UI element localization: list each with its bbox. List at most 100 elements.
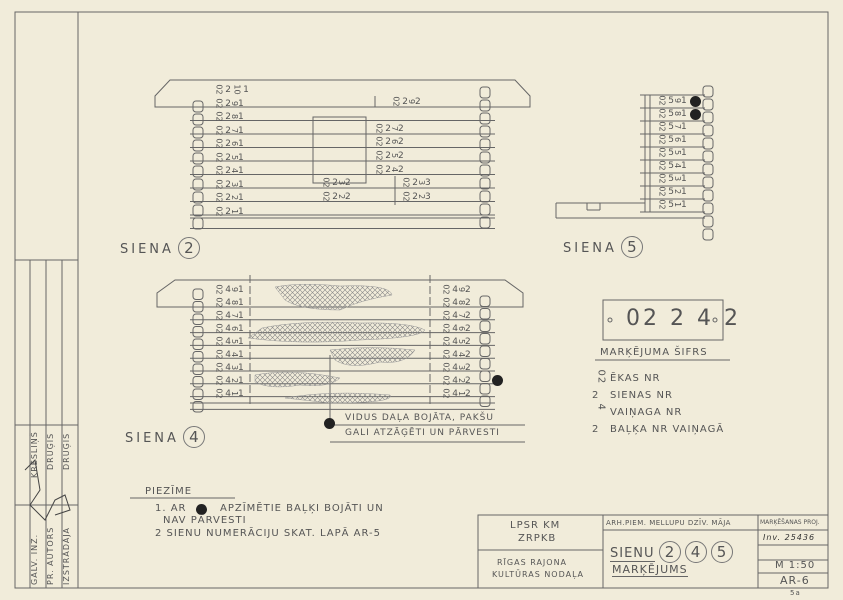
marking-code-part: 7 [229, 312, 239, 319]
marking-code-part: 2 [225, 193, 231, 203]
wall-4-note-1: VIDUS DAĻA BOJĀTA, PAKŠU [345, 413, 494, 423]
marking-code-part: 2 [465, 311, 471, 321]
marking-code-part: 1 [681, 174, 687, 184]
marking-code-part: 10 [232, 84, 242, 95]
marking-code-part: 3 [416, 179, 426, 186]
marking-code-part: 2 [345, 178, 351, 188]
log-end [192, 288, 204, 300]
damage-marker-dot [690, 96, 701, 107]
marking-code-part: 02 [214, 362, 224, 373]
marking-code-part: 5 [456, 338, 466, 345]
marking-code-part: 4 [225, 285, 231, 295]
marking-code-part: 02 [214, 111, 224, 122]
damage-marker-dot [196, 504, 207, 515]
marking-code-part: 2 [385, 124, 391, 134]
log-end [479, 138, 491, 151]
marking-code-part: 8 [456, 299, 466, 306]
marking-code-part: 5 [668, 161, 674, 171]
log-end [479, 370, 491, 382]
marking-code-part: 2 [398, 151, 404, 161]
marking-code-part: 4 [229, 167, 239, 174]
log-end [192, 178, 204, 191]
log-end [192, 152, 204, 165]
damage-marker-dot [492, 375, 503, 386]
marking-code-part: 7 [672, 123, 682, 130]
log-end [192, 100, 204, 113]
marking-code-part: 4 [452, 298, 458, 308]
log-end [192, 191, 204, 204]
marking-code-part: 4 [456, 351, 466, 358]
outer-frame [14, 11, 829, 589]
marking-code-part: 2 [398, 137, 404, 147]
marking-code-part: 6 [456, 325, 466, 332]
marking-code-part: 5 [229, 154, 239, 160]
marking-code-part: 2 [225, 206, 231, 217]
marking-code-part: 7 [456, 312, 466, 319]
marking-code-part: 1 [238, 98, 244, 109]
marking-code-part: 5 [668, 174, 674, 184]
marking-code-part: 02 [391, 96, 401, 107]
marking-code-part: 4 [225, 363, 231, 373]
marking-code-part: 02 [441, 284, 451, 295]
marking-code-part: 2 [465, 363, 471, 373]
marking-code-part: 3 [425, 192, 431, 202]
log-end [192, 376, 204, 388]
marking-code-part: 02 [401, 191, 411, 202]
marking-code-part: 3 [672, 175, 682, 182]
marking-code-part: 4 [452, 285, 458, 295]
marking-code-part: 2 [465, 337, 471, 347]
legend-item-label: VAIŅAGA NR [610, 407, 683, 418]
side-name-3: DRUĢIS [62, 432, 71, 470]
log-end [192, 301, 204, 313]
marking-code-part: 2 [416, 193, 426, 200]
marking-code-part: 1 [238, 193, 244, 203]
marking-code-part: 02 [401, 177, 411, 188]
sheet-title-2: MARĶĒJUMS [612, 563, 688, 577]
log-end [192, 401, 204, 413]
marking-code-part: 2 [385, 165, 391, 175]
log-end [192, 351, 204, 363]
log-end [192, 204, 204, 217]
marking-code-part: 6 [672, 136, 682, 143]
marking-code-part: 2 [229, 194, 239, 201]
log-end [479, 190, 491, 203]
marking-code-part: 2 [225, 125, 231, 136]
log-end [702, 202, 714, 215]
marking-code-part: 02 [657, 173, 667, 184]
legend-item-label: ĒKAS NR [610, 373, 661, 384]
marking-code-part: 3 [229, 364, 239, 371]
marking-code-part: 02 [214, 165, 224, 176]
marking-code-part: 02 [214, 97, 224, 109]
legend-item-code: 4 [595, 403, 607, 411]
marking-code-part: 5 [668, 135, 674, 145]
marking-code-part: 1 [238, 363, 244, 373]
marking-code-part: 02 [321, 191, 331, 202]
legend-item-code: 02 [595, 369, 607, 385]
marking-code-part: 02 [214, 310, 224, 321]
marking-code-part: 7 [229, 127, 239, 133]
marking-code-part: 1 [238, 179, 244, 190]
marking-code-part: 02 [214, 151, 224, 163]
marking-code-part: 02 [214, 349, 224, 360]
marking-code-part: 2 [412, 178, 418, 188]
marking-code-part: 1 [681, 96, 687, 106]
marking-code-part: 1 [681, 122, 687, 132]
